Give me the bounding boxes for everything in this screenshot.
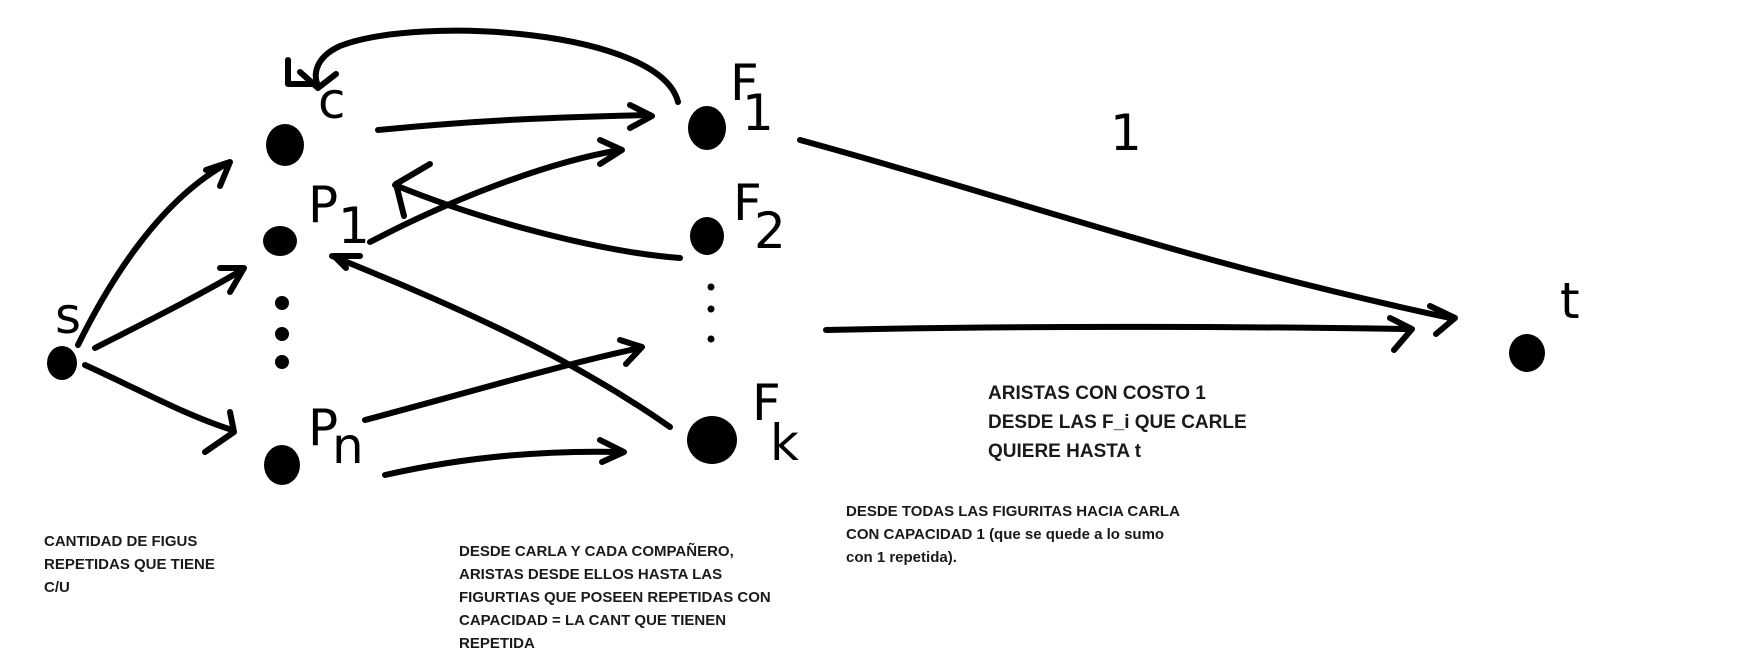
capacity-label: 1	[1110, 104, 1142, 162]
label-t: t	[1560, 272, 1580, 330]
label-pn-subscript: n	[332, 417, 364, 475]
edge-fk-p1	[329, 253, 673, 430]
edge-fk-t	[823, 323, 1413, 333]
node-c	[266, 124, 304, 166]
arrowhead-f1-c	[297, 69, 339, 91]
ellipsis-dot	[707, 335, 715, 343]
edge-p1-f1	[367, 147, 623, 245]
arrowhead-s-c	[203, 159, 233, 189]
node-f2	[690, 217, 724, 255]
label-f2: F	[733, 174, 762, 232]
label-fk: F	[752, 374, 781, 432]
node-pn	[264, 445, 300, 485]
edge-f1-c	[312, 27, 681, 105]
label-p1-subscript: 1	[338, 197, 370, 255]
ellipsis-dot	[707, 283, 715, 291]
arrowhead-s-pn	[202, 409, 237, 455]
edge-s-pn	[82, 362, 235, 433]
middle-caption: DESDE CARLA Y CADA COMPAÑERO, ARISTAS DE…	[459, 543, 771, 652]
label-f2-subscript: 2	[754, 202, 786, 260]
arrowhead-fk-p1	[331, 253, 363, 271]
ellipsis-dot	[707, 305, 715, 313]
sink-caption: ARISTAS CON COSTO 1 DESDE LAS F_i QUE CA…	[988, 383, 1247, 462]
edge-pn-f1	[362, 345, 643, 423]
edge-s-p1	[92, 267, 245, 351]
edge-c-f1	[375, 112, 653, 133]
ellipsis-dot	[275, 296, 289, 310]
arrowhead-pn-f1	[617, 337, 645, 367]
figus-to-carla-caption: DESDE TODAS LAS FIGURITAS HACIA CARLA CO…	[846, 503, 1180, 566]
label-pn: P	[308, 399, 338, 457]
label-p1: P	[308, 176, 338, 234]
arrowhead-fk-t	[1387, 315, 1415, 353]
node-t	[1509, 334, 1545, 372]
label-f1: F	[730, 54, 759, 112]
arrowhead-p1-f1	[597, 137, 625, 167]
label-f1-subscript: 1	[742, 84, 774, 142]
node-p1	[263, 226, 297, 256]
edge-s-c	[75, 160, 231, 348]
node-fk	[687, 416, 737, 464]
label-fk-subscript: k	[770, 414, 799, 472]
edge-f1-t	[797, 137, 1453, 321]
c-hook-stroke	[285, 57, 315, 87]
node-s	[47, 346, 77, 380]
arrowhead-c-f1	[627, 102, 655, 131]
arrowhead-s-p1	[217, 265, 247, 295]
ellipsis-dot	[275, 355, 289, 369]
arrowhead-f1-t	[1427, 303, 1458, 337]
ellipsis-dot	[275, 327, 289, 341]
edge-f2-p1	[392, 182, 683, 261]
node-f1	[688, 106, 726, 150]
arrowhead-pn-fk	[597, 437, 627, 465]
edge-pn-fk	[382, 448, 625, 478]
label-s: s	[55, 287, 81, 345]
source-caption: CANTIDAD DE FIGUS REPETIDAS QUE TIENE C/…	[44, 533, 215, 596]
arrowhead-f2-p1	[393, 161, 433, 219]
